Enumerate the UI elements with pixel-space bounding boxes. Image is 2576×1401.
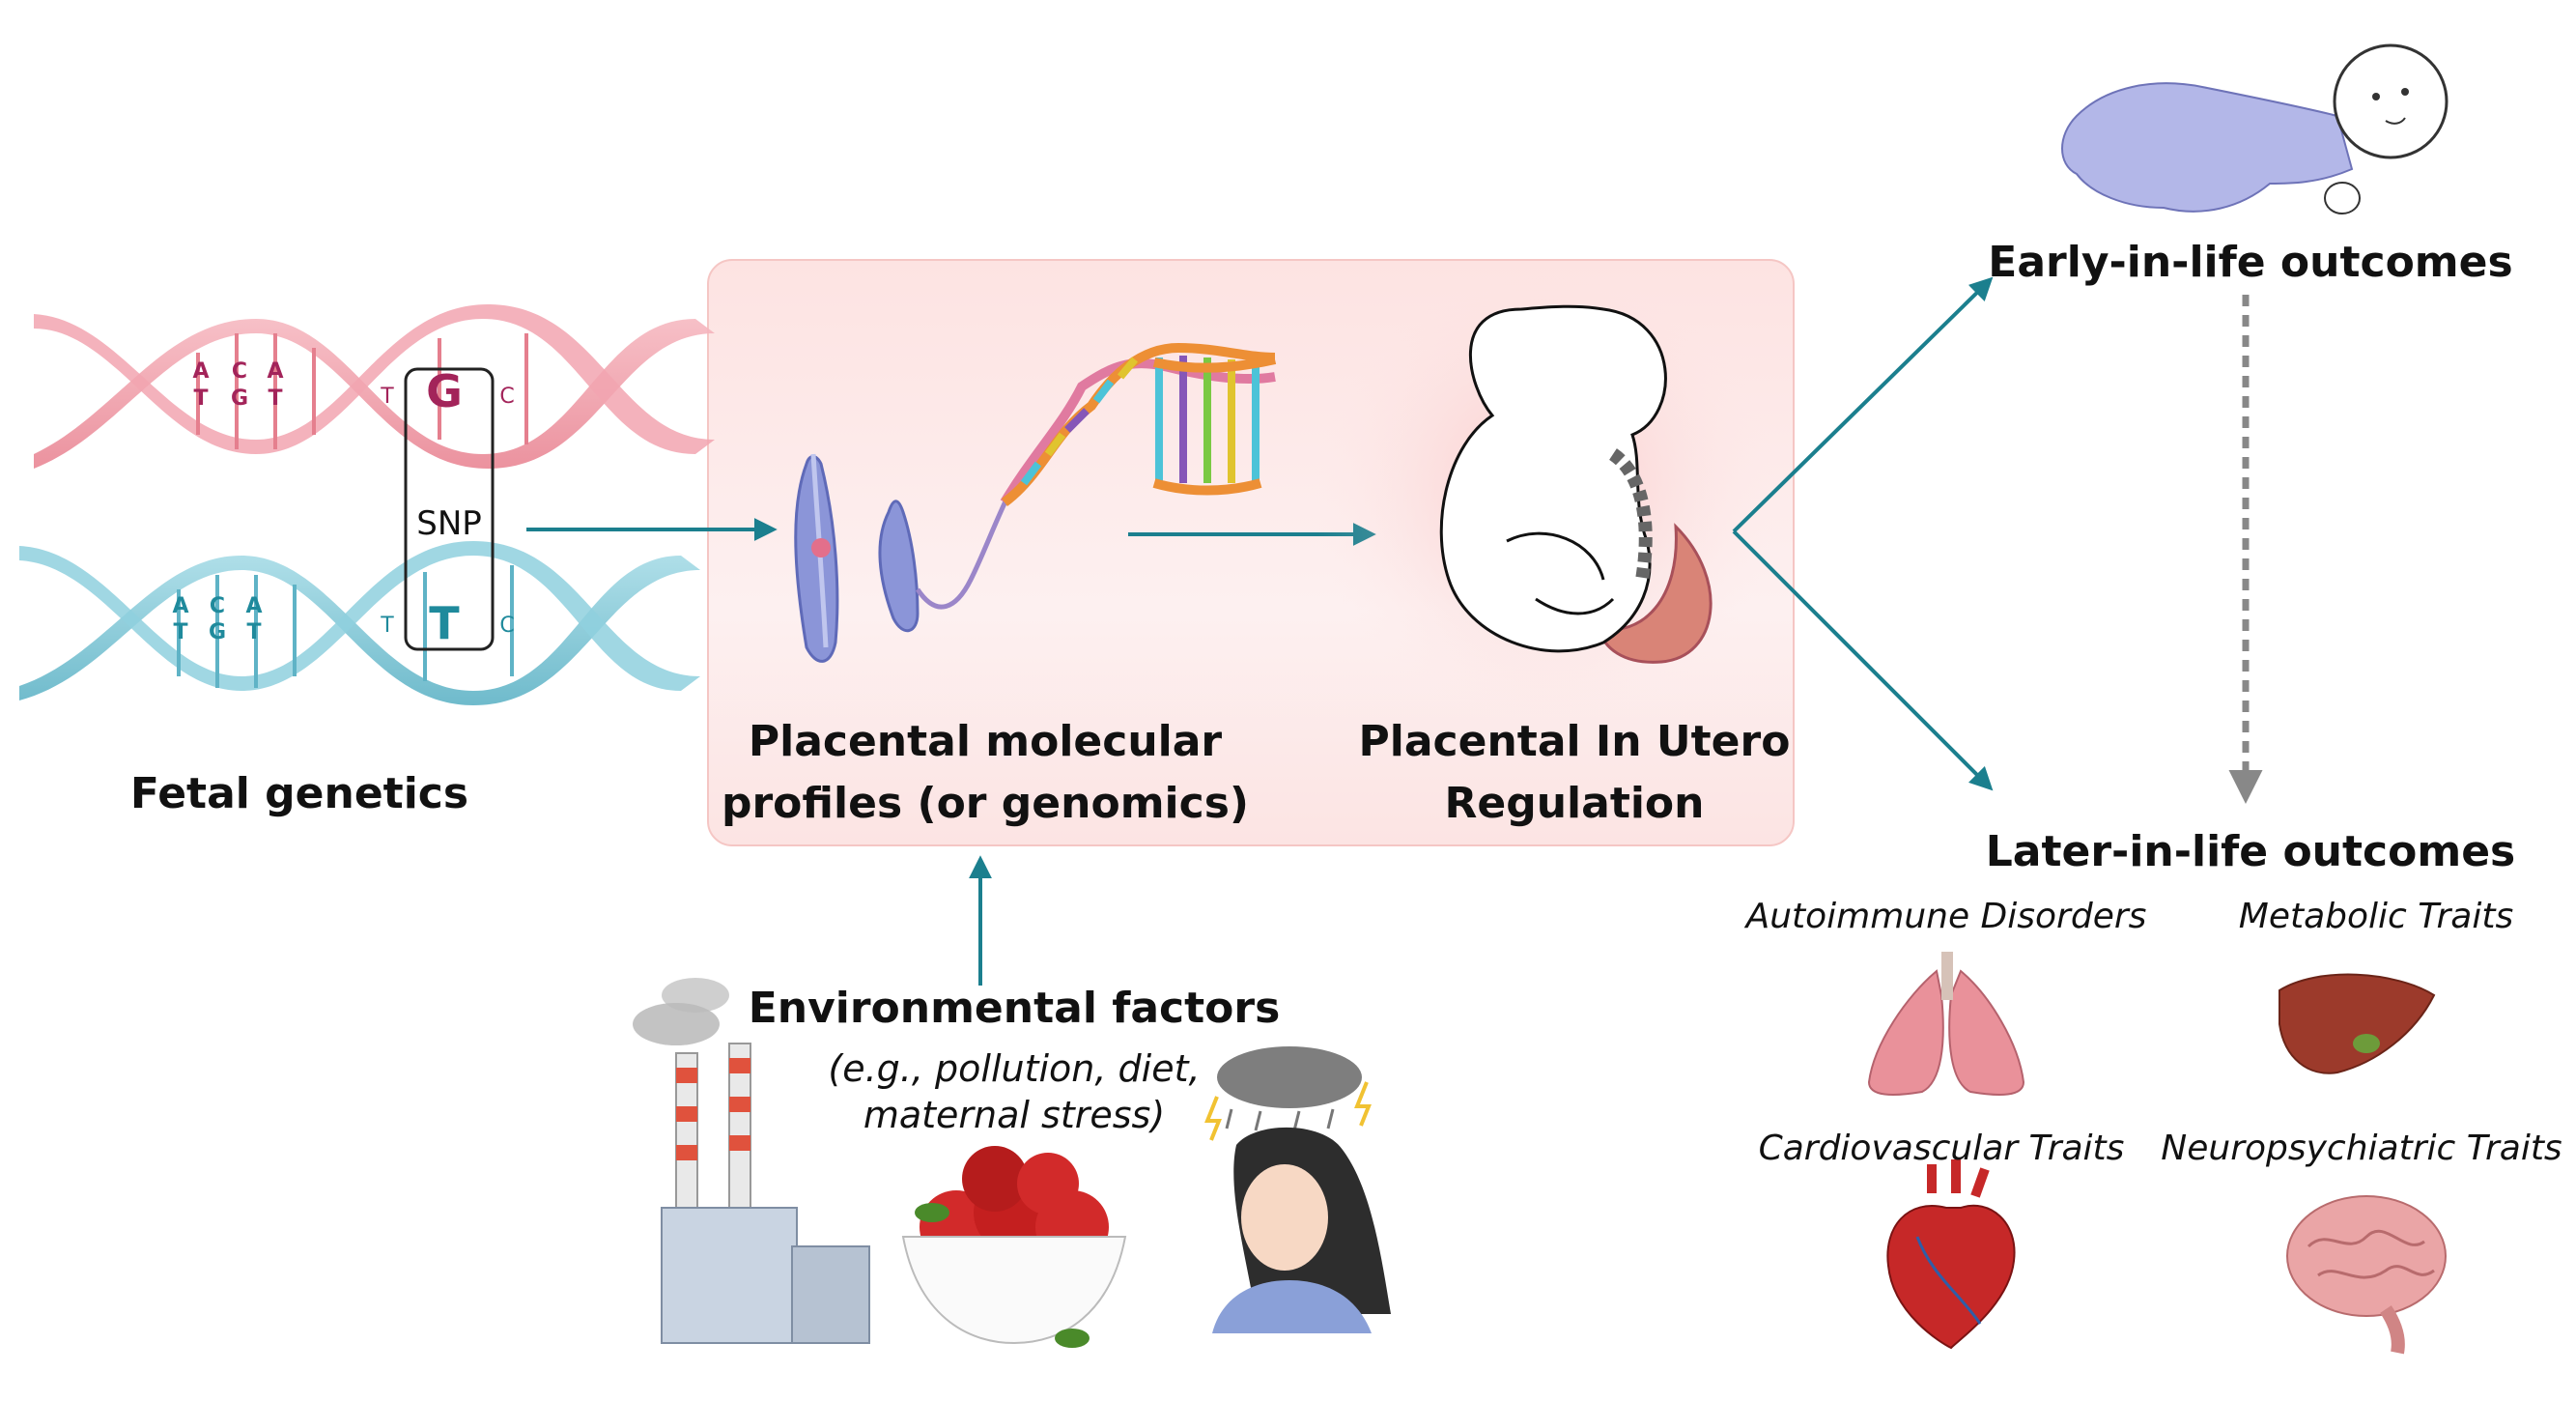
base-top-1: A — [192, 359, 210, 384]
baby-icon — [2061, 43, 2449, 214]
base-bottom-right: C — [499, 614, 515, 638]
base-bottom-2: C — [209, 594, 226, 618]
brain-icon — [2286, 1195, 2447, 1355]
factory-icon — [633, 978, 870, 1344]
fetus-placenta-icon — [1314, 261, 1777, 725]
arrow-to-early-outcomes — [1732, 276, 1994, 533]
environmental-factors-subtitle-1: (e.g., pollution, diet, — [828, 1047, 1201, 1090]
base-bottom-4: T — [173, 620, 188, 644]
stressed-woman-icon — [1204, 1046, 1391, 1333]
base-bottom-5: G — [208, 620, 227, 644]
snp-bracket — [404, 367, 495, 651]
placental-profiles-line1: Placental molecular — [748, 717, 1223, 766]
trait-metabolic: Metabolic Traits — [2238, 897, 2514, 936]
chromosome-icon — [794, 453, 1017, 663]
base-bottom-3: A — [245, 594, 263, 618]
dna-double-helix-icon — [1000, 342, 1277, 506]
placental-profiles-line2: profiles (or genomics) — [721, 779, 1250, 828]
later-outcomes-label: Later-in-life outcomes — [1985, 827, 2516, 876]
trait-neuropsychiatric: Neuropsychiatric Traits — [2161, 1129, 2562, 1168]
base-top-3: A — [267, 359, 284, 384]
base-bottom-1: A — [172, 594, 189, 618]
placental-regulation-line2: Regulation — [1444, 779, 1705, 828]
base-top-left: T — [381, 385, 394, 409]
fetal-genetics-label: Fetal genetics — [129, 769, 469, 818]
snp-base-top: G — [426, 365, 463, 417]
early-outcomes-label: Early-in-life outcomes — [1988, 238, 2513, 287]
snp-base-bottom: T — [429, 597, 460, 649]
arrow-to-later-outcomes — [1732, 529, 1994, 791]
base-top-2: C — [231, 359, 248, 384]
dna-helix-blue — [19, 541, 700, 705]
heart-icon — [1886, 1159, 2016, 1350]
environmental-factors-title: Environmental factors — [748, 984, 1281, 1033]
placental-regulation-line1: Placental In Utero — [1358, 717, 1791, 766]
snp-label: SNP — [416, 504, 482, 543]
trait-autoimmune: Autoimmune Disorders — [1745, 897, 2147, 936]
trait-cardiovascular: Cardiovascular Traits — [1758, 1129, 2125, 1168]
apple-bowl-icon — [901, 1146, 1127, 1348]
base-top-6: T — [268, 386, 283, 411]
lungs-icon — [1867, 952, 2025, 1096]
liver-icon — [2279, 973, 2436, 1074]
base-top-right: C — [499, 385, 515, 409]
base-top-4: T — [193, 386, 209, 411]
base-top-5: G — [230, 386, 249, 411]
base-bottom-6: T — [246, 620, 262, 644]
dna-helix-pink — [34, 304, 715, 469]
base-bottom-left: T — [381, 614, 394, 638]
environmental-factors-subtitle-2: maternal stress) — [863, 1094, 1166, 1136]
